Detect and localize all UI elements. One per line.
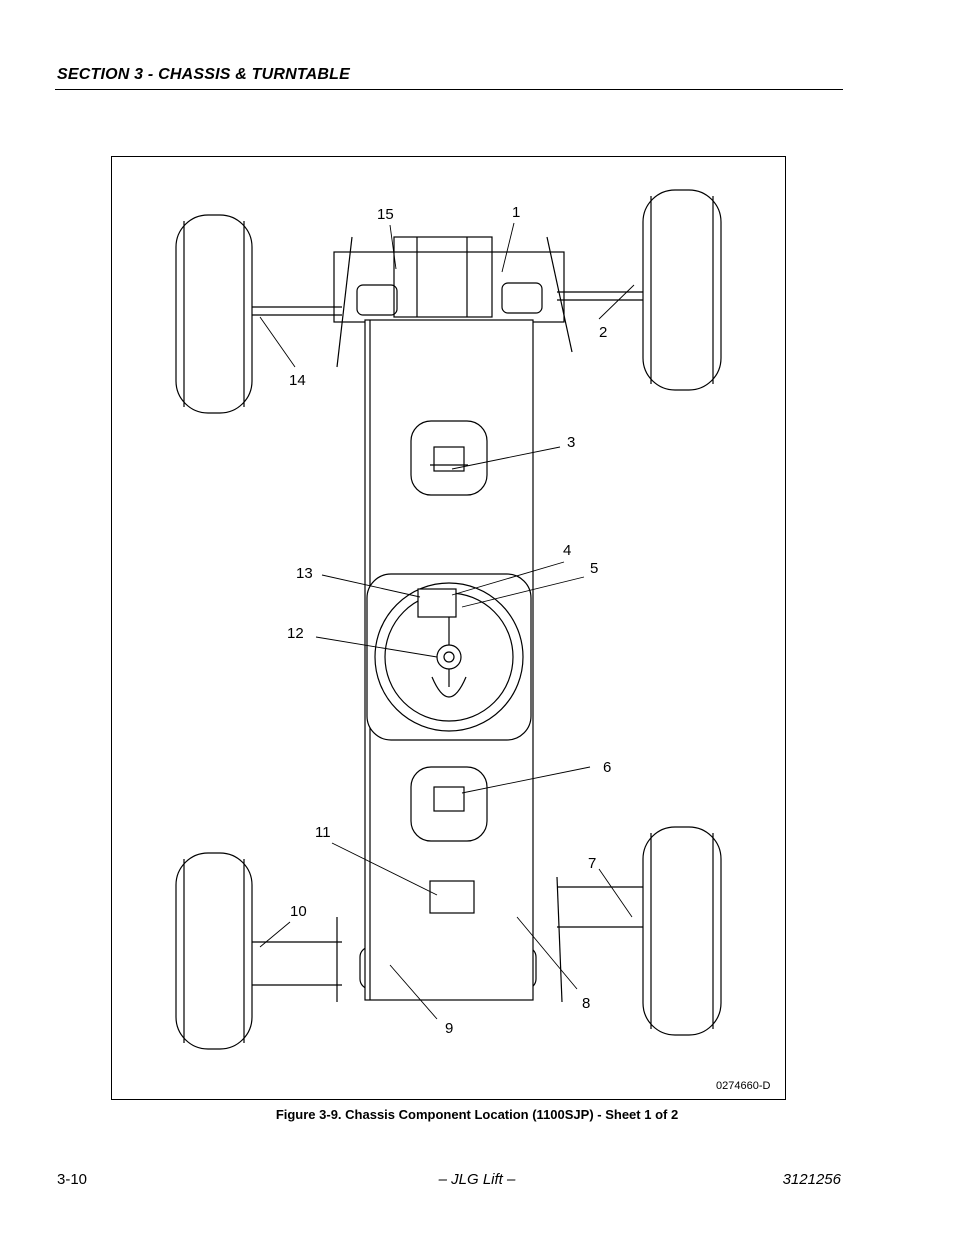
drawing-number: 0274660-D: [716, 1080, 770, 1092]
turntable-bearing: [366, 573, 532, 741]
callout-numbers: 15 1 2 14 3 4 5 13 12 6 11 7 10 8 9: [287, 204, 611, 1037]
doc-number: 3121256: [782, 1171, 841, 1188]
callout-2: 2: [599, 324, 607, 341]
tire-front-left: [175, 214, 253, 414]
header-rule: [55, 89, 843, 90]
tire-rear-right: [642, 826, 722, 1036]
callout-6: 6: [603, 759, 611, 776]
callout-1: 1: [512, 204, 520, 221]
callout-11: 11: [315, 824, 331, 841]
section-header: SECTION 3 - CHASSIS & TURNTABLE: [57, 66, 351, 83]
figure-caption: Figure 3-9. Chassis Component Location (…: [275, 1107, 679, 1122]
figure-frame: 15 1 2 14 3 4 5 13 12 6 11 7 10 8 9 0274…: [111, 156, 786, 1100]
callout-9: 9: [445, 1020, 453, 1037]
component-box-upper: [410, 420, 488, 496]
callout-15: 15: [377, 206, 394, 223]
tire-rear-left: [175, 852, 253, 1050]
callout-10: 10: [290, 903, 307, 920]
callout-3: 3: [567, 434, 575, 451]
tire-front-right: [642, 189, 722, 391]
callout-5: 5: [590, 560, 598, 577]
callout-12: 12: [287, 625, 304, 642]
callout-14: 14: [289, 372, 306, 389]
page-number: 3-10: [57, 1171, 88, 1188]
component-box-11: [429, 880, 475, 914]
callout-4: 4: [563, 542, 571, 559]
callout-13: 13: [296, 565, 313, 582]
callout-leaders: [259, 222, 635, 1020]
chassis-drawing: 15 1 2 14 3 4 5 13 12 6 11 7 10 8 9 0274…: [175, 189, 770, 1092]
component-box-lower: [410, 766, 488, 842]
callout-7: 7: [588, 855, 596, 872]
callout-8: 8: [582, 995, 590, 1012]
footer-brand: – JLG Lift –: [438, 1171, 516, 1188]
